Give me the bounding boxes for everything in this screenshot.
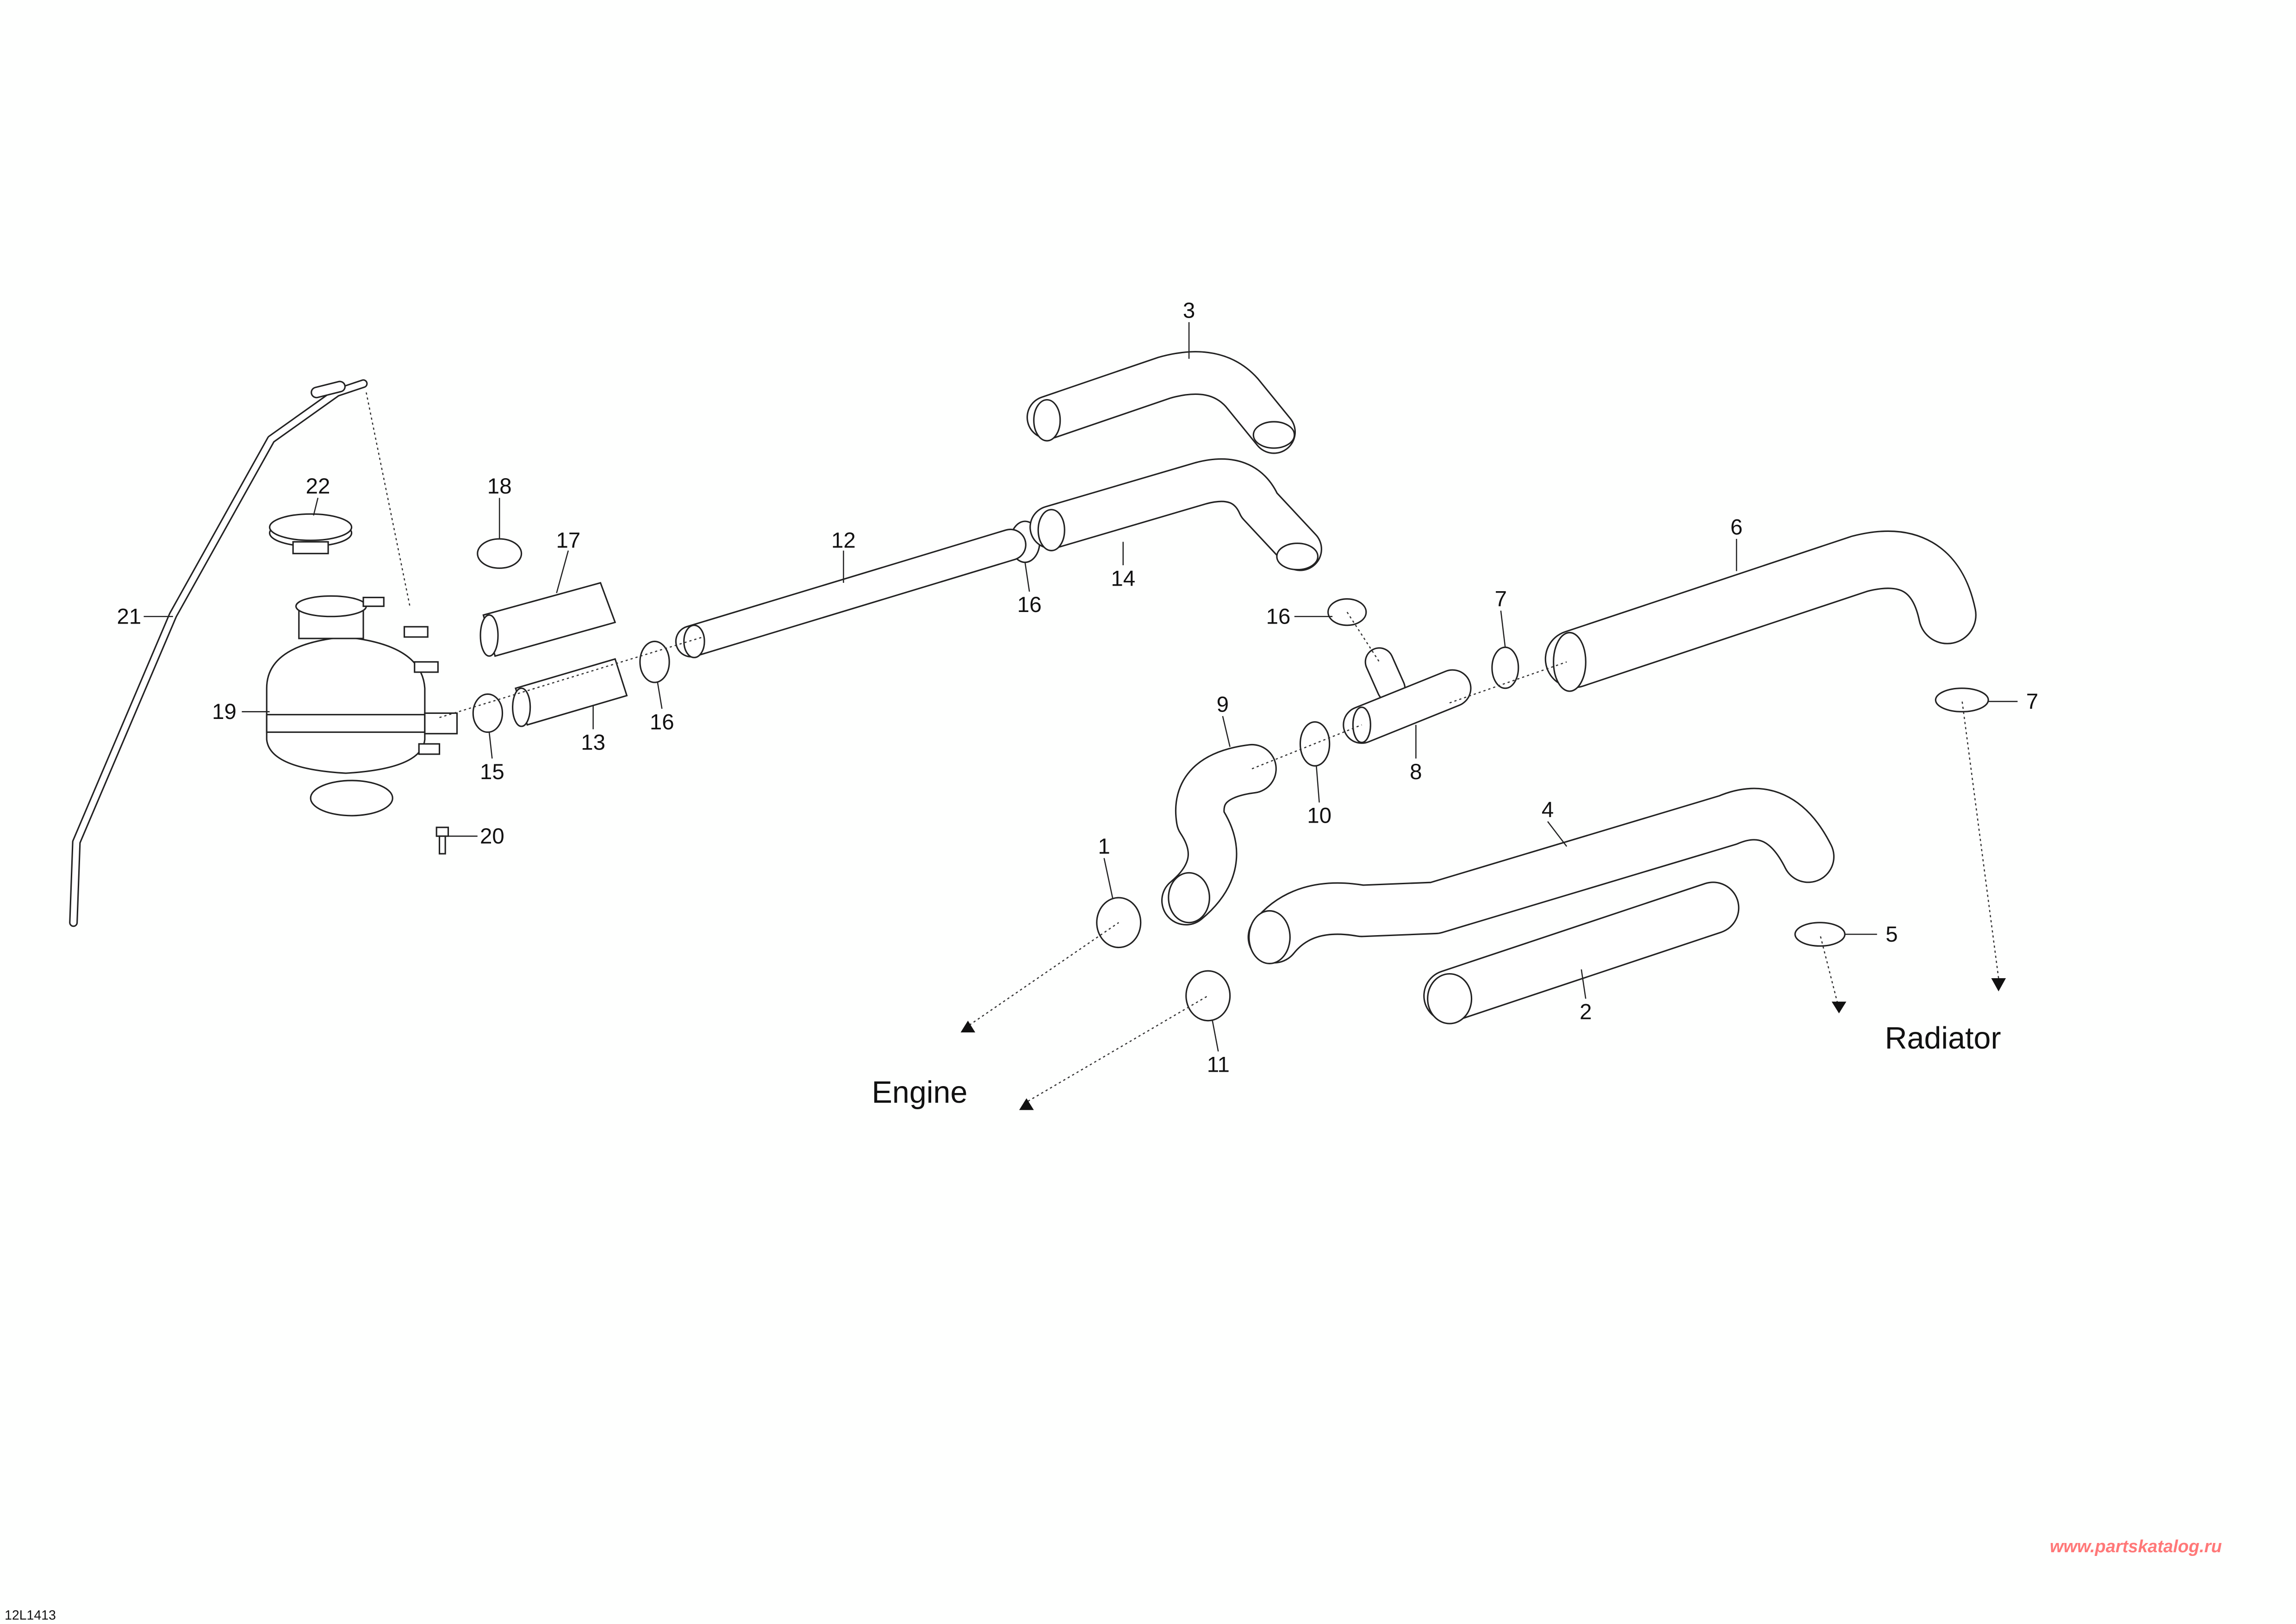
- callout-4: 4: [1542, 798, 1554, 822]
- radiator-label: Radiator: [1885, 1021, 2001, 1056]
- callout-1: 1: [1098, 834, 1110, 859]
- callout-10: 10: [1307, 804, 1332, 828]
- callout-18: 18: [487, 474, 512, 499]
- callout-9: 9: [1217, 692, 1229, 717]
- leader-lines: [143, 322, 2018, 1052]
- connection-lines: [366, 392, 1999, 1102]
- pipe-12: [675, 528, 1027, 658]
- clamp-11: [1185, 970, 1231, 1022]
- coolant-reservoir-19: [266, 595, 458, 817]
- callout-16: 16: [1017, 593, 1042, 617]
- clamp-18: [477, 538, 523, 569]
- clamp-5: [1794, 922, 1846, 947]
- sleeve-17: [479, 582, 616, 657]
- vent-tube-21: [69, 379, 368, 927]
- t-fitting-8: [1343, 647, 1472, 744]
- callout-2: 2: [1580, 1000, 1592, 1024]
- arrowheads: [960, 978, 2006, 1110]
- callout-7: 7: [2026, 689, 2038, 714]
- hose-2: [1423, 881, 1740, 1024]
- callout-13: 13: [581, 731, 605, 755]
- callout-14: 14: [1111, 566, 1135, 591]
- callout-16: 16: [650, 710, 674, 734]
- callout-8: 8: [1410, 760, 1422, 784]
- callout-3: 3: [1183, 298, 1195, 323]
- engine-label: Engine: [872, 1075, 968, 1110]
- hose-6: [1544, 530, 1977, 692]
- watermark: www.partskatalog.ru: [2050, 1537, 2222, 1556]
- clamp-7b: [1935, 687, 1989, 712]
- pressure-cap-22: [268, 513, 353, 555]
- hose-4: [1247, 787, 1835, 964]
- hose-3: [1026, 351, 1296, 454]
- callout-5: 5: [1885, 922, 1898, 947]
- clamp-16a: [639, 640, 670, 683]
- callout-21: 21: [117, 605, 142, 629]
- hose-9: [1161, 743, 1277, 926]
- hose-14: [1029, 458, 1322, 571]
- callout-16: 16: [1266, 605, 1291, 629]
- hose-13: [512, 658, 628, 727]
- callout-15: 15: [480, 760, 504, 784]
- clamp-7a: [1491, 646, 1519, 689]
- callout-20: 20: [480, 824, 504, 849]
- clamp-15: [472, 693, 504, 733]
- bolt-20: [436, 826, 449, 855]
- callout-22: 22: [306, 474, 330, 499]
- callout-19: 19: [212, 700, 236, 724]
- callout-11: 11: [1207, 1052, 1230, 1077]
- callout-labels: 3 22 18 17 12 6 21 16 14 16 7 7 19 9 15 …: [5, 298, 2222, 1623]
- callout-17: 17: [556, 528, 580, 553]
- callout-7: 7: [1495, 587, 1507, 612]
- callout-6: 6: [1730, 515, 1742, 540]
- callout-12: 12: [831, 528, 856, 553]
- drawing-code: 12L1413: [5, 1608, 56, 1623]
